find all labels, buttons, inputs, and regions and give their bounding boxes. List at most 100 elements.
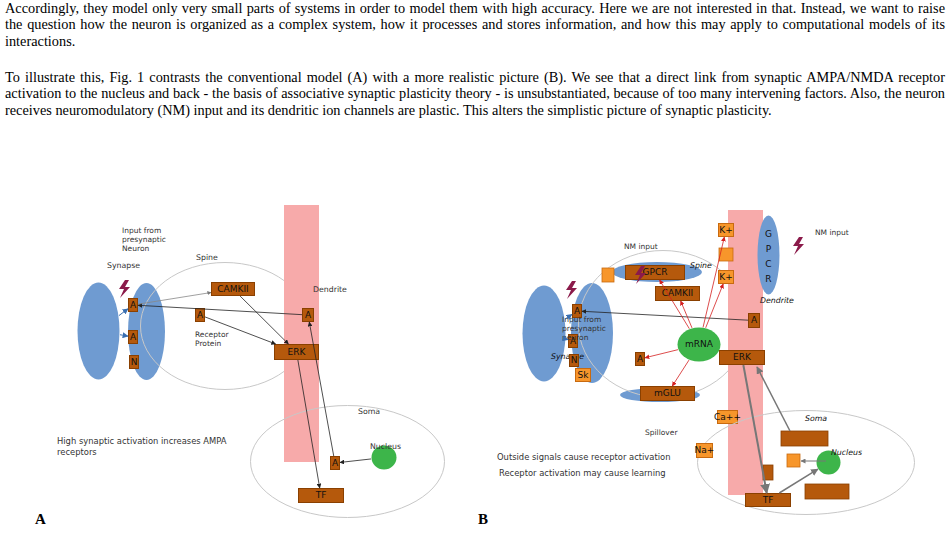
presynaptic-terminal-outline — [77, 282, 120, 380]
panel-label: B — [478, 511, 488, 528]
node-label: mGLU — [641, 387, 694, 400]
presynaptic-terminal: Synapse — [522, 285, 566, 382]
annotation: Spillover — [645, 428, 678, 437]
node-label: TF — [299, 489, 343, 502]
node-label: Ca++ — [718, 411, 737, 423]
nucleus-circle: Nucleus — [371, 445, 397, 470]
node-label: Dendrite — [760, 296, 794, 305]
panel-label: A — [35, 511, 46, 528]
soma-outline: SomaNucleusATF — [250, 405, 445, 518]
arrow-connector — [672, 360, 689, 386]
protein-box — [805, 484, 849, 499]
node-label: Nucleus — [831, 448, 862, 457]
node-label: CAMKII — [656, 287, 699, 300]
ion-channel-box: Sk — [575, 368, 591, 382]
ion-channel-box: Na+ — [696, 443, 713, 458]
annotation: High synaptic activation increases AMPA … — [57, 436, 262, 458]
protein-box — [763, 465, 773, 480]
nucleus-circle: Nucleus — [816, 450, 841, 475]
ion-channel-box: K+ — [718, 270, 734, 284]
gpcr-receptor-shape — [758, 216, 780, 295]
node-label: Sk — [576, 369, 590, 381]
node-label: Soma — [358, 407, 380, 416]
node-label: N — [130, 356, 138, 368]
protein-box: TF — [745, 493, 791, 507]
node-label: ERK — [275, 345, 318, 359]
soma-outline-outline — [697, 410, 915, 515]
gpcr-receptor: GPCR — [757, 215, 780, 295]
protein-box: CAMKII — [211, 282, 255, 296]
node-label: Soma — [805, 414, 827, 423]
node-label: A — [636, 353, 644, 365]
gpcr-membrane — [612, 262, 702, 282]
node-label: A — [303, 309, 313, 321]
soma-outline-shape — [698, 411, 915, 515]
protein-box: mGLU — [640, 386, 695, 401]
node-label: Synapse — [107, 261, 140, 270]
node-label: Spine — [690, 261, 712, 270]
receptor-box: N — [569, 354, 579, 367]
annotation: Input from presynaptic neuron — [562, 315, 612, 342]
lightning-bolt — [793, 237, 804, 255]
node-label: GPCR — [764, 227, 773, 287]
node-label: K+ — [719, 271, 733, 283]
receptor-box: A — [128, 330, 138, 344]
arrow-connector — [681, 301, 692, 328]
receptor-box: N — [129, 355, 139, 369]
receptor-box: A — [748, 313, 760, 328]
arrow-connector — [119, 309, 128, 316]
arrow-connector — [138, 305, 302, 314]
ion-channel-box: Ca++ — [717, 410, 738, 424]
protein-box: CAMKII — [655, 286, 700, 301]
node-label: GPCR — [626, 266, 684, 279]
node-label: Dendrite — [313, 285, 347, 294]
annotation: Outside signals cause receptor activatio… — [497, 452, 671, 463]
receptor-box: AReceptor Protein — [195, 308, 205, 322]
lightning-bolt — [566, 281, 577, 299]
arrow-connector — [645, 350, 678, 358]
presynaptic-terminal-shape — [78, 283, 120, 380]
mrna-ellipse-shape — [678, 328, 721, 362]
annotation: NM input — [815, 228, 849, 237]
node-label: Receptor Protein — [195, 330, 237, 348]
node-label: K+ — [719, 224, 733, 236]
arrow-connector — [120, 335, 128, 336]
node-label: ERK — [720, 351, 764, 364]
body-paragraph: Accordingly, they model only very small … — [5, 0, 945, 49]
dendrite-band: DendriteAERK — [284, 205, 319, 462]
node-label: Synapse — [551, 352, 584, 361]
soma-outline-outline — [250, 405, 445, 518]
node-label: mRNA — [677, 327, 721, 362]
body-paragraph: To illustrate this, Fig. 1 contrasts the… — [5, 69, 945, 118]
protein-box: ERK — [274, 344, 319, 360]
arrow-connector — [582, 311, 748, 320]
node-label: Spine — [196, 253, 218, 262]
presynaptic-terminal-outline — [522, 285, 566, 382]
node-label: A — [129, 299, 137, 311]
arrow-connector — [340, 459, 371, 462]
soma-outline: SomaNucleusTF — [697, 410, 915, 515]
annotation: Receptor activation may cause learning — [499, 468, 666, 479]
mrna-ellipse: mRNA — [677, 327, 721, 362]
arrow-connector — [779, 469, 818, 493]
lightning-bolt — [119, 280, 130, 298]
arrow-connector — [240, 296, 288, 344]
arrow-connector — [706, 284, 724, 328]
receptor-box: A — [128, 298, 138, 312]
node-label: Na+ — [697, 444, 712, 457]
node-label: N — [570, 355, 578, 366]
presynaptic-terminal-shape — [523, 286, 566, 382]
node-label: Nucleus — [370, 442, 401, 451]
annotation: NM input — [624, 242, 658, 251]
ion-channel-square — [602, 268, 614, 282]
receptor-box: A — [635, 352, 645, 366]
soma-outline-shape — [251, 406, 445, 518]
protein-box: GPCR — [625, 265, 685, 280]
node-label: A — [196, 309, 204, 321]
node-label: A — [331, 457, 339, 469]
ion-channel-box: K+ — [718, 223, 734, 237]
node-label: A — [129, 331, 137, 343]
annotation: Input from presynaptic Neuron — [122, 226, 172, 253]
ion-channel-square — [787, 454, 800, 467]
